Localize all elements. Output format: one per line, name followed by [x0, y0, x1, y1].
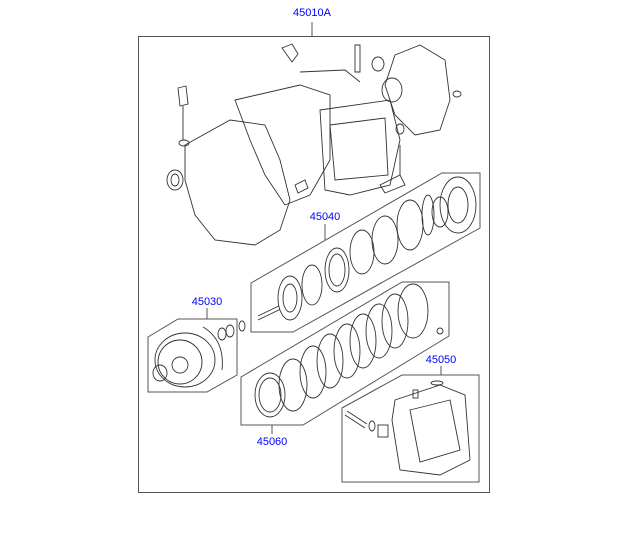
- part-link-45040[interactable]: 45040: [309, 211, 341, 223]
- group-box-45040: [250, 172, 481, 333]
- part-link-45050[interactable]: 45050: [425, 354, 457, 366]
- group-box-45060: [240, 281, 450, 426]
- oil-pump-drawing: [152, 320, 246, 388]
- group-box-45050: [341, 374, 480, 483]
- clutch-discs-drawing: [254, 283, 444, 418]
- part-link-45030[interactable]: 45030: [191, 296, 223, 308]
- part-link-45010a[interactable]: 45010A: [293, 7, 331, 19]
- assembly-frame: [138, 36, 490, 493]
- group-box-45030: [147, 318, 238, 393]
- transmission-case-drawing: [166, 43, 462, 246]
- part-link-45060[interactable]: 45060: [256, 436, 288, 448]
- clutch-set-drawing: [257, 176, 477, 321]
- valve-body-drawing: [344, 380, 471, 476]
